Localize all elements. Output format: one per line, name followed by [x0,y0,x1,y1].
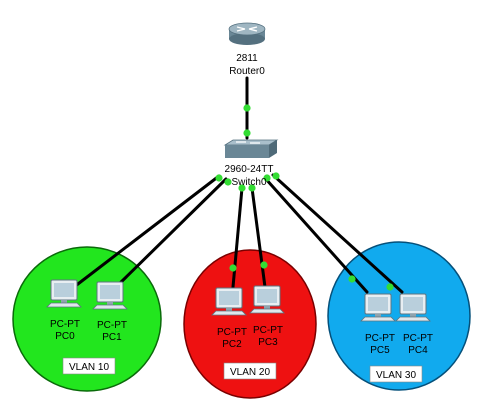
link-dot [263,174,271,182]
link-dot [215,174,223,182]
link-switch-pc1[interactable] [114,177,228,289]
pc-model-label: PC-PT [217,327,247,338]
switch-device[interactable]: 2960-24TT Switch0 [223,139,279,188]
router-icon [228,22,266,45]
link-dot [386,283,394,291]
link-switch-pc3[interactable] [250,186,267,289]
link-dot [238,184,246,192]
pc-monitor-icon [395,293,431,322]
pc-monitor-icon [249,285,285,314]
watermark-text: مستقل [212,397,252,409]
link-dot [243,129,251,137]
vlan-label-box [223,362,277,380]
pc-monitor-icon [46,279,82,308]
pc-name-label: PC2 [222,339,242,350]
vlan-label-box [369,365,423,383]
vlan-10-label: VLAN 10 [69,362,109,373]
vlan-zone-30 [327,241,471,391]
vlan-30-label: VLAN 30 [376,370,416,381]
pc-monitor-icon [211,287,247,316]
watermark-sub: mostaql.com [215,410,249,416]
router-name-label: Router0 [229,66,265,77]
vlan-zone-10 [12,246,162,392]
link-dot [348,275,356,283]
router-model-label: 2811 [236,53,258,64]
pc-model-label: PC-PT [253,325,283,336]
link-dot [248,184,256,192]
vlan-10-ellipse [12,246,162,392]
link-switch-pc4[interactable] [271,173,404,294]
pc-model-label: PC-PT [365,333,395,344]
pc-name-label: PC3 [258,337,278,348]
watermark-logo: مستقل mostaql.com [212,397,252,416]
vlan-label-box [62,357,116,375]
pc-name-label: PC1 [102,332,122,343]
vlan-30-ellipse [327,241,471,391]
pc-name-label: PC0 [55,331,75,342]
pc-name-label: PC4 [408,345,428,356]
link-status-indicators [215,104,394,291]
router-device[interactable]: 2811 Router0 [228,22,266,77]
link-dot [229,264,237,272]
link-dot [272,172,280,180]
pc-monitor-icon [360,293,396,322]
link-switch-pc5[interactable] [263,176,369,294]
link-dot [243,104,251,112]
switch-name-label: Switch0 [231,177,266,188]
pc-monitor-icon [92,281,128,310]
pc-model-label: PC-PT [403,333,433,344]
vlan-20-label: VLAN 20 [230,367,270,378]
vlan-zone-20 [183,249,317,399]
pc-name-label: PC5 [370,345,390,356]
link-dot [224,178,232,186]
pc-model-label: PC-PT [97,320,127,331]
link-dot [260,261,268,269]
vlan-label-30: VLAN 30 [369,365,423,383]
vlan-20-ellipse [183,249,317,399]
vlan-label-20: VLAN 20 [223,362,277,380]
switch-icon [223,139,279,158]
link-switch-pc0[interactable] [72,174,221,289]
vlan-label-10: VLAN 10 [62,357,116,375]
pc-model-label: PC-PT [50,319,80,330]
switch-model-label: 2960-24TT [225,164,274,175]
